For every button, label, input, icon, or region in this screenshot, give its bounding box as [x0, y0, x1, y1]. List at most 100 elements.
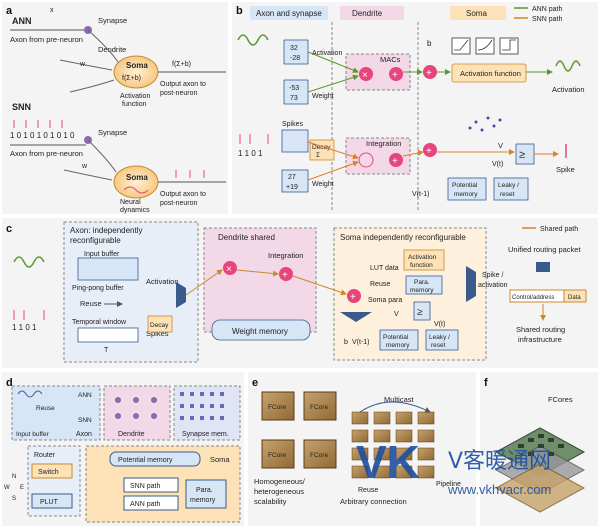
- b-multiply-glyph: ×: [362, 70, 368, 81]
- ann-out-axon-2: post-neuron: [160, 90, 197, 97]
- d-plut-label: PLUT: [40, 499, 59, 506]
- b-multiply-icon: [359, 67, 373, 81]
- panel-b-bg: [232, 2, 598, 214]
- c-decay-label: Decay: [150, 322, 169, 329]
- b-legend-snn: SNN path: [532, 16, 562, 23]
- c-potential-2: memory: [386, 342, 410, 349]
- b-spike-out: Spike: [556, 165, 575, 174]
- c-mux-1: [176, 282, 186, 308]
- ann-dendrite-branch-3: [69, 79, 115, 93]
- ann-axon-label: Axon from pre-neuron: [10, 35, 83, 44]
- d-ann-label: ANN: [78, 392, 92, 399]
- c-weight-memory[interactable]: [211, 319, 311, 341]
- b-header-soma-bg: [450, 6, 506, 20]
- b-w-val-1: 73: [290, 95, 298, 102]
- c-tw-label: T: [104, 347, 109, 354]
- c-act-fn-box: [403, 249, 445, 271]
- d-axon-label: Axon: [76, 431, 92, 438]
- b-add-glyph: +: [392, 70, 398, 81]
- e-arbitrary-label: Arbitrary connection: [340, 497, 407, 506]
- b-legend-ann: ANN path: [532, 6, 562, 13]
- d-para-1: Para.: [196, 487, 213, 494]
- b-spike-bits: 1 1 0 1: [238, 149, 263, 158]
- d-snn-label: SNN: [78, 417, 92, 424]
- snn-spike-train-icon: [13, 120, 63, 128]
- b-integ-add-icon: [389, 153, 403, 167]
- b-act-val-1: -28: [290, 55, 300, 62]
- watermark-logo: VK: [356, 436, 420, 488]
- c-vt-label: V(t): [434, 321, 445, 328]
- panel-b-letter: b: [236, 5, 243, 17]
- panel-a: a ANN x Synapse Axon from pre-neuron Den…: [2, 2, 228, 214]
- watermark: VK V客暖通网 www.vkhvacr.com: [356, 436, 551, 497]
- d-synapse-grid-icon: [180, 392, 224, 420]
- b-snn-soma-add-icon: [423, 143, 437, 157]
- snn-soma-label: Soma: [126, 173, 148, 182]
- c-dendrite-label: Dendrite shared: [218, 233, 275, 242]
- c-decay-box: [147, 315, 173, 333]
- b-weight-box: [283, 79, 309, 105]
- c-add-icon: [279, 267, 293, 281]
- c-soma-add-icon: [347, 289, 361, 303]
- b-bias: b: [427, 39, 432, 48]
- c-ctrl-label: Control/address: [512, 295, 554, 301]
- c-para-memory-box: [405, 275, 443, 295]
- c-mux-3: [466, 266, 476, 302]
- b-vt1-label: V(t-1): [412, 191, 430, 198]
- d-dendrite-box: [103, 385, 171, 441]
- snn-wi-label: w: [81, 163, 88, 170]
- snn-dyn-1: Neural: [120, 199, 141, 206]
- b-activation-label: Activation: [312, 50, 342, 57]
- b-reset-label: reset: [500, 191, 515, 198]
- b-activation-out: Activation: [552, 85, 585, 94]
- c-leaky-box: [425, 329, 459, 351]
- c-reuse2-label: Reuse: [370, 281, 390, 288]
- ann-output-fn: f(Σ+b): [172, 61, 191, 68]
- b-comparator-glyph: ≥: [519, 149, 525, 161]
- b-leaky-box: [493, 177, 529, 201]
- c-lut-label: LUT data: [370, 265, 399, 272]
- b-vth-label: V: [498, 141, 503, 150]
- e-fcore-2: [303, 391, 337, 421]
- c-to-add: [236, 269, 279, 277]
- ann-wi-label: w: [79, 61, 86, 68]
- panel-b: b Axon and synapse Dendrite Soma ANN pat…: [232, 2, 598, 214]
- b-snn-spike-arrow: [307, 141, 359, 160]
- c-spike-act-1: Spike /: [482, 272, 503, 279]
- b-header-dendrite: Dendrite: [352, 9, 383, 18]
- ann-dendrite-label: Dendrite: [98, 45, 126, 54]
- c-shared-path-label: Shared path: [540, 226, 578, 233]
- b-spikes-label: Spikes: [282, 121, 304, 128]
- d-synapse-label: Synapse mem.: [182, 431, 229, 438]
- c-soma-add-glyph: +: [350, 292, 356, 303]
- panel-d: d ANN Reuse SNN Input buffer Axon Dendri…: [2, 372, 244, 526]
- panel-a-bg: [2, 2, 228, 214]
- b-snn-soma-add-glyph: +: [426, 146, 432, 157]
- b-vt-label: V(t): [492, 161, 503, 168]
- e-pipeline-label: Pipeline: [436, 481, 461, 488]
- panel-a-letter: a: [6, 5, 13, 17]
- c-temporal-window: [77, 327, 139, 343]
- d-potential-label: Potential memory: [118, 457, 173, 464]
- b-vth-scatter-icon: [468, 116, 502, 132]
- d-compass-n: N: [12, 474, 16, 480]
- c-axon-2: reconfigurable: [70, 236, 121, 245]
- e-reuse-label: Reuse: [358, 487, 378, 494]
- b-snn-w-arrow: [307, 160, 359, 181]
- d-potential-memory: [109, 451, 201, 467]
- panel-f-letter: f: [484, 377, 488, 389]
- f-fcores-label: FCores: [548, 395, 573, 404]
- b-decay-sub: Σ: [316, 152, 320, 159]
- d-switch-box: [31, 463, 73, 479]
- c-axon-1: Axon: independently: [70, 226, 143, 235]
- f-stack-bottom: [494, 463, 586, 513]
- c-snn-spike-icon: [13, 310, 45, 320]
- d-ann-path-box: [123, 495, 179, 511]
- ann-synapse-label: Synapse: [98, 16, 127, 25]
- c-reuse-label: Reuse: [80, 299, 102, 308]
- c-add-glyph: +: [282, 270, 288, 281]
- b-header-dendrite-bg: [340, 6, 404, 20]
- b-act-fn-box[interactable]: [451, 63, 527, 83]
- ann-act-1: Activation: [120, 93, 150, 100]
